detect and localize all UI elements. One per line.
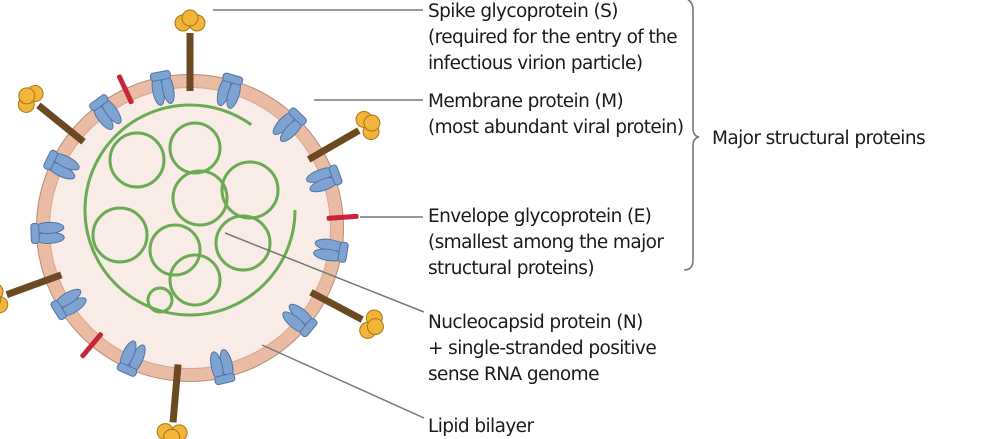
e-protein-bar	[326, 213, 359, 221]
m-protein-cap	[50, 300, 67, 321]
spike-glycoprotein	[0, 271, 63, 314]
rna-coil	[168, 121, 222, 175]
membrane-protein	[89, 94, 122, 130]
spike-stem	[5, 271, 63, 298]
m-protein-cap	[337, 241, 349, 263]
spike-stem	[36, 102, 86, 145]
spike-head-lobe	[18, 87, 36, 105]
spike-head-lobe	[0, 291, 2, 309]
spike-head-lobe	[366, 318, 384, 336]
spike-stem	[169, 364, 182, 423]
spike-head-lobe	[181, 9, 199, 27]
m-protein-cap	[149, 70, 171, 82]
m-protein-cap	[43, 149, 59, 171]
spike-glycoprotein	[306, 110, 381, 163]
nucleocapsid-rna	[83, 103, 297, 317]
leader-line-lipid	[261, 344, 425, 419]
membrane-protein	[313, 238, 349, 263]
envelope-protein	[80, 332, 104, 359]
m-protein-cap	[299, 318, 318, 338]
label-envelope: Envelope glycoprotein (E) (smallest amon…	[428, 206, 665, 279]
rna-coil	[214, 214, 272, 272]
label-line: Membrane protein (M)	[428, 91, 623, 112]
spike-glycoprotein	[174, 9, 206, 91]
m-protein-cap	[288, 107, 307, 126]
m-protein-cap	[116, 362, 138, 377]
m-protein-cap	[214, 372, 236, 386]
m-protein-cap	[328, 164, 343, 186]
label-line: structural proteins)	[428, 258, 594, 279]
group-label: Major structural proteins	[712, 128, 925, 149]
envelope-protein	[116, 74, 134, 105]
rna-coil	[108, 131, 166, 189]
envelope-protein	[326, 213, 359, 221]
membrane-protein	[210, 349, 236, 386]
m-protein-cap	[30, 222, 40, 244]
spike-glycoprotein	[156, 364, 188, 439]
membrane-protein	[306, 164, 343, 193]
label-line: sense RNA genome	[428, 364, 599, 385]
rna-coil	[171, 169, 229, 227]
virion	[0, 9, 384, 439]
spike-head-lobe	[0, 283, 4, 301]
membrane-protein	[272, 107, 307, 142]
rna-coil	[168, 253, 222, 307]
e-protein-bar	[80, 332, 104, 359]
m-protein-cap	[89, 94, 109, 112]
curly-brace	[683, 0, 700, 271]
label-spike: Spike glycoprotein (S) (required for the…	[428, 1, 678, 74]
spike-head-lobe	[363, 114, 381, 132]
label-line: (most abundant viral protein)	[428, 117, 683, 138]
e-protein-bar	[116, 74, 134, 105]
spike-head-lobe	[0, 296, 9, 314]
rna-coil	[146, 286, 174, 314]
label-line: (smallest among the major	[428, 232, 664, 253]
spike-glycoprotein	[17, 85, 86, 145]
label-line: Envelope glycoprotein (E)	[428, 206, 651, 227]
rna-coil	[148, 223, 202, 277]
leader-lines	[213, 9, 425, 419]
label-line: Lipid bilayer	[428, 416, 534, 437]
membrane-protein	[43, 149, 80, 180]
label-line: Nucleocapsid protein (N)	[428, 312, 643, 333]
spike-stem	[309, 289, 364, 323]
rna-coil	[91, 206, 149, 264]
label-line: infectious virion particle)	[428, 53, 642, 74]
spike-glycoprotein	[309, 289, 384, 339]
rna-coil	[83, 103, 297, 317]
spike-stem	[306, 127, 361, 163]
membrane-protein	[216, 72, 244, 109]
m-protein-cap	[222, 72, 244, 86]
label-line: Spike glycoprotein (S)	[428, 1, 618, 22]
membrane-protein	[116, 340, 146, 377]
label-nucleocapsid: Nucleocapsid protein (N) + single-strand…	[428, 312, 657, 385]
label-line: (required for the entry of the	[428, 27, 677, 48]
membrane-protein	[30, 221, 65, 244]
label-membrane: Membrane protein (M) (most abundant vira…	[428, 91, 684, 138]
label-lipid: Lipid bilayer	[428, 416, 535, 437]
spike-head-lobe	[163, 428, 181, 439]
leader-line-nucleocapsid	[224, 232, 425, 313]
membrane-protein	[50, 288, 87, 321]
membrane-protein	[282, 303, 318, 338]
label-line: + single-stranded positive	[428, 338, 656, 359]
membrane-protein	[149, 70, 175, 106]
spike-stem	[186, 33, 194, 91]
